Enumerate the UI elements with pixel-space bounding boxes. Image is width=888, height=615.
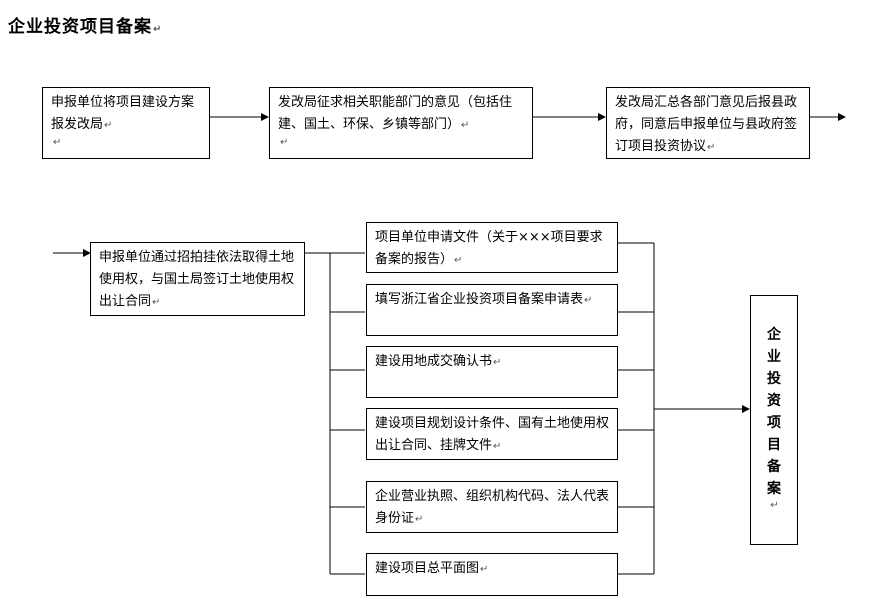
result-char: 案 [767,481,781,497]
result-char: 目 [767,437,781,453]
material-application-report: 项目单位申请文件（关于×××项目要求备案的报告）↵ [366,222,618,273]
material-business-license: 企业营业执照、组织机构代码、法人代表身份证↵ [366,481,618,533]
result-char: 资 [767,393,781,409]
material-filing-form: 填写浙江省企业投资项目备案申请表↵ [366,284,618,336]
page-title: 企业投资项目备案↵ [8,17,163,37]
step-solicit-opinions: 发改局征求相关职能部门的意见（包括住建、国土、环保、乡镇等部门）↵ ↵ [269,87,533,159]
result-char: 备 [767,459,781,475]
step-sign-agreement: 发改局汇总各部门意见后报县政府，同意后申报单位与县政府签订项目投资协议↵ [606,87,810,159]
step-submit-plan: 申报单位将项目建设方案报发改局↵ ↵ [42,87,210,159]
result-char: 投 [767,371,781,387]
material-land-deal-confirmation: 建设用地成交确认书↵ [366,346,618,398]
result-char: 项 [767,415,781,431]
result-char: 业 [767,349,781,365]
result-box: 企 业 投 资 项 目 备 案 ↵ [750,295,798,545]
step-land-acquisition: 申报单位通过招拍挂依法取得土地使用权，与国土局签订土地使用权出让合同↵ [90,242,305,316]
material-site-plan: 建设项目总平面图↵ [366,553,618,596]
material-planning-conditions: 建设项目规划设计条件、国有土地使用权出让合同、挂牌文件↵ [366,408,618,460]
return-mark: ↵ [153,24,163,35]
result-char: 企 [767,327,781,343]
return-mark: ↵ [770,500,779,511]
